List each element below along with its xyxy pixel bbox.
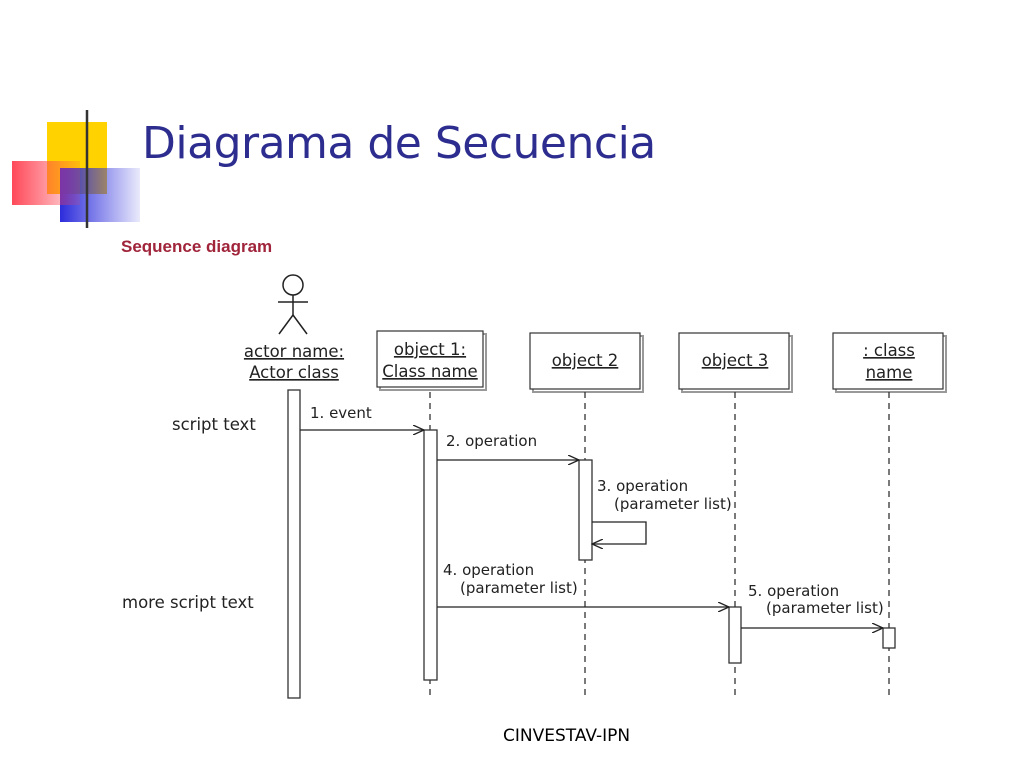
- object-2-label: object 2: [552, 351, 619, 370]
- object-box-1: object 1: Class name: [376, 330, 487, 391]
- message-4-label-line2: (parameter list): [460, 579, 578, 597]
- object-1-label-line1: object 1:: [394, 340, 466, 359]
- actor-label-line1: actor name:: [244, 342, 344, 361]
- object-box-3: object 3: [678, 332, 793, 393]
- script-text-2: more script text: [122, 593, 254, 612]
- object-4-label-line1: : class: [863, 341, 915, 360]
- message-4: 4. operation (parameter list): [437, 561, 729, 607]
- activation-object-4: [882, 627, 896, 649]
- activation-object-2: [578, 459, 593, 561]
- message-4-label-line1: 4. operation: [443, 561, 534, 579]
- message-5-label-line1: 5. operation: [748, 582, 839, 600]
- actor-figure: [278, 274, 308, 335]
- message-2-label: 2. operation: [446, 432, 537, 450]
- diagram-heading: Sequence diagram: [121, 237, 272, 256]
- message-1-label: 1. event: [310, 404, 372, 422]
- activation-object-1: [423, 429, 438, 681]
- slide-footer: CINVESTAV-IPN: [503, 726, 631, 746]
- message-5-label-line2: (parameter list): [766, 599, 884, 617]
- activation-actor: [287, 389, 301, 699]
- object-box-2: object 2: [529, 332, 644, 393]
- slide-title: Diagrama de Secuencia: [142, 118, 656, 169]
- script-text-1: script text: [172, 415, 256, 434]
- object-box-4: : class name: [832, 332, 947, 393]
- message-3-label-line2: (parameter list): [614, 495, 732, 513]
- message-3-label-line1: 3. operation: [597, 477, 688, 495]
- object-1-label-line2: Class name: [382, 362, 477, 381]
- message-2: 2. operation: [437, 432, 579, 460]
- message-3: 3. operation (parameter list): [592, 477, 732, 544]
- object-4-label-line2: name: [866, 363, 913, 382]
- decor-red-block: [12, 161, 80, 205]
- actor-label-line2: Actor class: [249, 363, 339, 382]
- message-5: 5. operation (parameter list): [741, 582, 884, 628]
- object-3-label: object 3: [702, 351, 769, 370]
- activation-object-3: [728, 606, 742, 664]
- message-1: 1. event: [300, 404, 424, 430]
- activation-bars: [287, 389, 896, 699]
